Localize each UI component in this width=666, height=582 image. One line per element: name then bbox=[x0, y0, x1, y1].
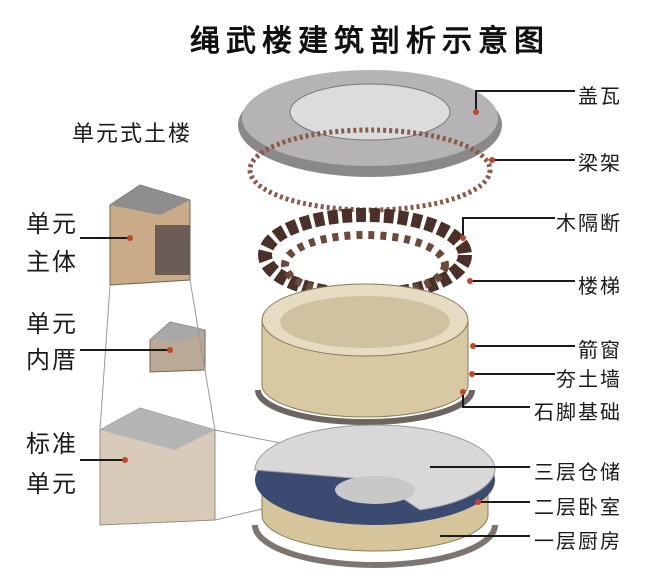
unit-inner-house bbox=[149, 321, 206, 373]
label-beam-frame: 梁架 bbox=[578, 151, 622, 175]
label-standard-2: 单元 bbox=[26, 470, 78, 498]
page-title: 绳武楼建筑剖析示意图 bbox=[190, 24, 550, 59]
label-stairs: 楼梯 bbox=[578, 274, 622, 298]
label-wood-partition: 木隔断 bbox=[556, 211, 622, 235]
wood-partitions bbox=[258, 208, 472, 302]
label-rammed-wall: 夯土墙 bbox=[556, 367, 622, 391]
floor-cutaway bbox=[252, 424, 498, 568]
label-unit-main-2: 主体 bbox=[26, 248, 78, 276]
label-third-floor: 三层仓储 bbox=[534, 460, 622, 484]
leader-dots bbox=[122, 109, 495, 505]
unit-heading: 单元式土楼 bbox=[72, 122, 193, 147]
label-unit-inner-2: 内厝 bbox=[26, 346, 78, 374]
unit-main-body bbox=[109, 184, 191, 286]
label-second-floor: 二层卧室 bbox=[534, 495, 622, 519]
leader-lines bbox=[80, 90, 575, 537]
label-stone-foundation: 石脚基础 bbox=[534, 400, 622, 424]
label-standard-1: 标准 bbox=[26, 430, 78, 458]
label-first-floor: 一层厨房 bbox=[534, 529, 622, 553]
label-roof-tiles: 盖瓦 bbox=[578, 84, 622, 108]
standard-unit bbox=[99, 407, 216, 526]
roof-tiles bbox=[238, 70, 502, 177]
label-unit-main-1: 单元 bbox=[26, 210, 78, 238]
label-arrow-window: 箭窗 bbox=[578, 338, 622, 362]
beam-frame bbox=[247, 127, 493, 213]
label-unit-inner-1: 单元 bbox=[26, 310, 78, 338]
rammed-earth-wall bbox=[255, 283, 475, 425]
